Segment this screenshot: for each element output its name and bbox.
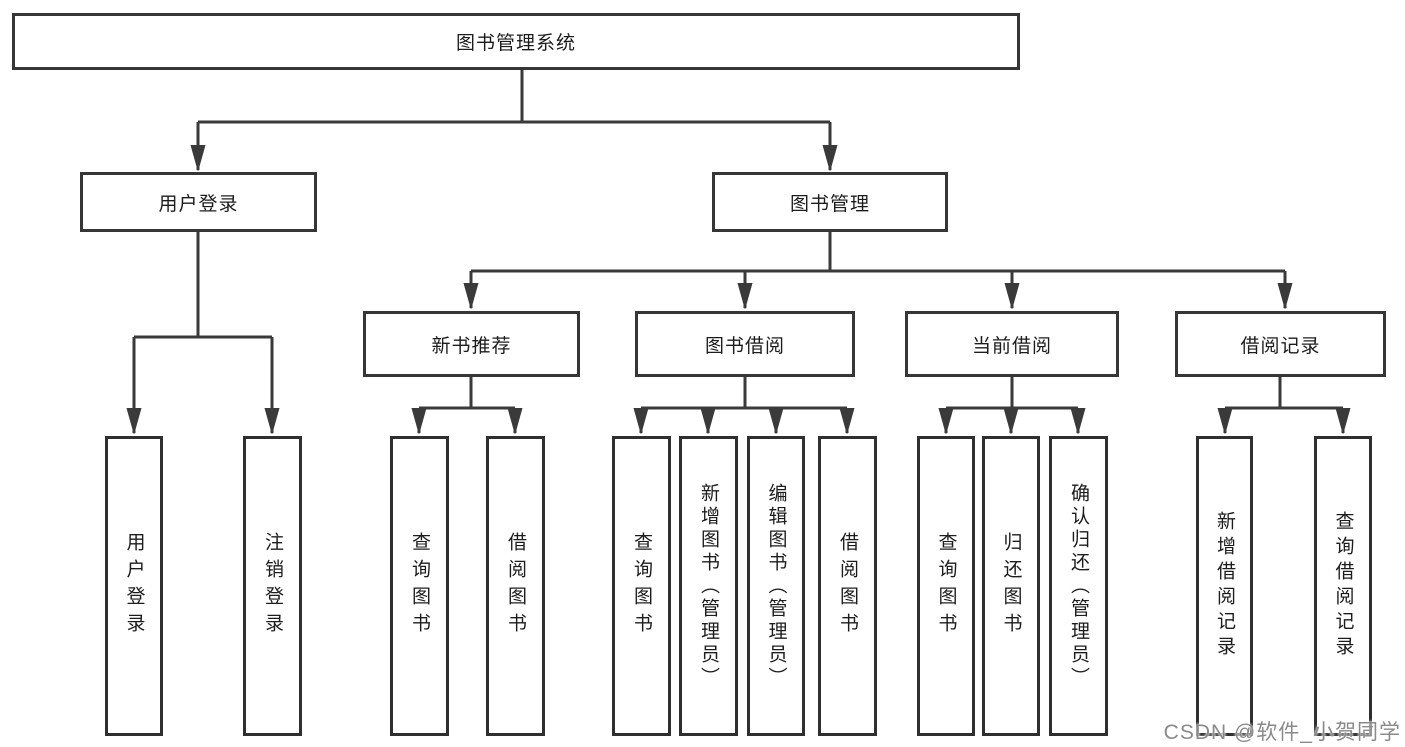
leaf-borrow-book-2-label: 借阅图书: [837, 532, 858, 640]
leaf-query-record-label: 查询借阅记录: [1332, 511, 1354, 661]
node-new-book-rec: 新书推荐: [363, 311, 580, 377]
leaf-logout-label: 注销登录: [262, 532, 283, 640]
leaf-add-record: 新增借阅记录: [1196, 436, 1253, 736]
leaf-query-book-3-label: 查询图书: [935, 532, 957, 640]
leaf-query-book-1: 查询图书: [390, 436, 449, 736]
node-user-login-label: 用户登录: [158, 193, 239, 215]
leaf-borrow-book-2: 借阅图书: [818, 436, 877, 736]
leaf-query-book-2-label: 查询图书: [631, 532, 652, 640]
leaf-return-book: 归还图书: [982, 436, 1040, 736]
node-new-book-rec-label: 新书推荐: [431, 335, 512, 357]
leaf-edit-book: 编辑图书（管理员）: [747, 436, 805, 736]
leaf-borrow-book-1-label: 借阅图书: [505, 532, 526, 640]
node-borrow-record: 借阅记录: [1175, 311, 1386, 377]
leaf-user-login: 用户登录: [105, 436, 163, 736]
leaf-edit-book-label: 编辑图书（管理员）: [765, 482, 787, 690]
leaf-query-book-1-label: 查询图书: [409, 532, 430, 640]
leaf-logout: 注销登录: [243, 436, 302, 736]
leaf-query-book-2: 查询图书: [612, 436, 671, 736]
leaf-confirm-return-label: 确认归还（管理员）: [1068, 482, 1089, 690]
node-book-borrow: 图书借阅: [635, 311, 855, 377]
leaf-query-record: 查询借阅记录: [1314, 436, 1372, 736]
node-book-borrow-label: 图书借阅: [704, 335, 785, 357]
node-root: 图书管理系统: [12, 13, 1020, 70]
leaf-confirm-return: 确认归还（管理员）: [1049, 436, 1108, 736]
leaf-add-record-label: 新增借阅记录: [1214, 511, 1235, 661]
node-book-mgmt-label: 图书管理: [789, 193, 870, 215]
leaf-add-book: 新增图书（管理员）: [679, 436, 738, 736]
leaf-borrow-book-1: 借阅图书: [486, 436, 545, 736]
node-user-login: 用户登录: [80, 172, 317, 232]
leaf-add-book-label: 新增图书（管理员）: [698, 482, 719, 690]
node-borrow-record-label: 借阅记录: [1240, 335, 1321, 357]
leaf-query-book-3: 查询图书: [917, 436, 975, 736]
leaf-return-book-label: 归还图书: [1000, 532, 1022, 640]
node-root-label: 图书管理系统: [455, 33, 576, 54]
node-book-mgmt: 图书管理: [712, 172, 948, 232]
node-current-borrow: 当前借阅: [905, 311, 1119, 377]
leaf-user-login-label: 用户登录: [123, 532, 145, 640]
node-current-borrow-label: 当前借阅: [971, 335, 1052, 357]
